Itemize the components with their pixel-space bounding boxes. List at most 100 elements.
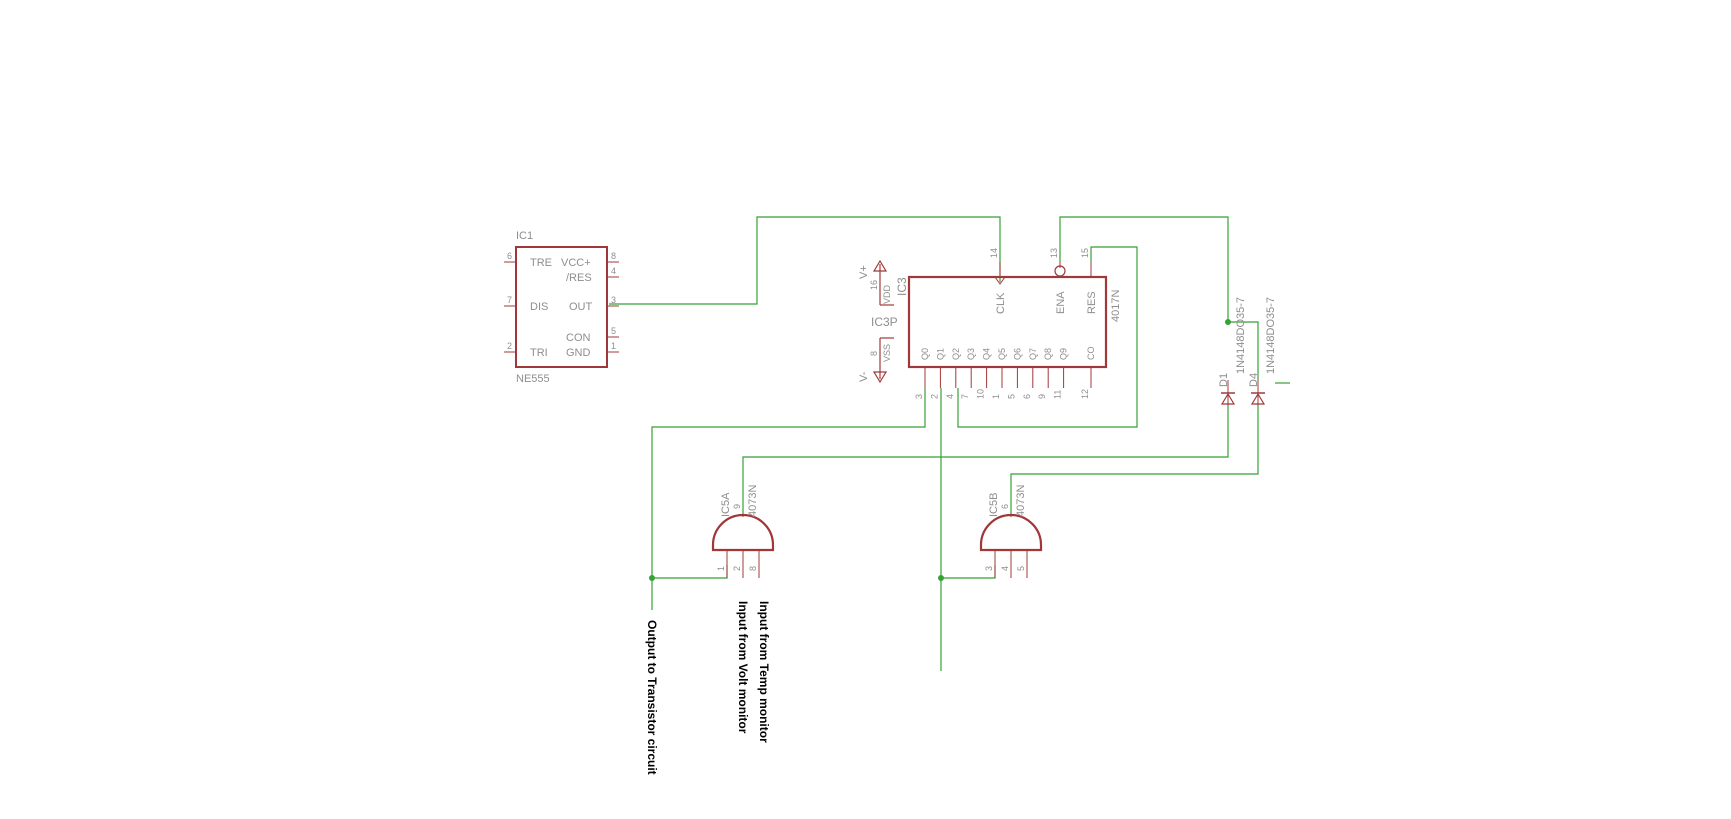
ic3-pin-ena: ENA [1055,291,1067,314]
ic1-body [515,246,608,368]
ic3-value: 4017N [1110,290,1122,322]
ic3-name: IC3 [895,277,909,296]
ic1-value: NE555 [516,373,550,385]
gate-ic5a-value: 4073N [747,485,759,517]
diode-d4-name: D4 [1248,373,1260,387]
ic1-pinnum-vcc: 8 [611,251,616,261]
note-input-volt-monitor: Input from Volt monitor [736,601,750,734]
diode-d1: D1 1N4148DO35-7 [1218,297,1247,405]
ic1-pinnum-out: 3 [611,295,616,305]
ic3-pinnum-q0: 3 [914,394,924,399]
ic3-pin-q8: Q8 [1043,348,1053,360]
gate-ic5a-in-1: 1 [716,566,726,571]
gate-ic5a-in-8: 8 [748,566,758,571]
gate-ic5b-out-pin: 6 [1000,504,1010,509]
ic3-pinnum-q2: 4 [945,394,955,399]
ic3p-vplus: V+ [858,265,870,279]
net-enable [1059,216,1229,322]
ic3-pin-q7: Q7 [1028,348,1038,360]
ic3-top-stubs [999,262,1092,277]
junction-q1 [938,575,944,581]
ic1-pin-vcc: VCC+ [561,257,591,269]
gate-ic5b-in-3: 3 [984,566,994,571]
ic3p-vdd: VDD [882,284,892,304]
ic1-pinnum-con: 5 [611,326,616,336]
ic3-pin-q5: Q5 [997,348,1007,360]
diode-d1-value: 1N4148DO35-7 [1235,297,1247,374]
ic3-pinnum-co: 12 [1080,389,1090,399]
gate-ic5a-out-pin: 9 [732,504,742,509]
ic1-pin-con: CON [566,332,591,344]
diode-d1-name: D1 [1218,373,1230,387]
ic3-pin-q3: Q3 [966,348,976,360]
ic3-body [907,275,1108,369]
ic3-pin-q4: Q4 [982,348,992,360]
ic1-pinnum-res: 4 [611,266,616,276]
ic1-pin-stubs [504,261,619,353]
diode-d4: D4 1N4148DO35-7 [1248,297,1277,405]
net-q0-output [651,388,926,610]
ic3-pinnum-q8: 9 [1037,394,1047,399]
ic1-pinnum-tri: 2 [507,341,512,351]
ic3p-vss-pin: 8 [869,351,879,356]
ic1-pinnum-gnd: 1 [611,341,616,351]
gate-ic5b-body [979,513,1043,552]
ic3-pinnum-ena: 13 [1049,248,1059,258]
ic3-pin-q9: Q9 [1059,348,1069,360]
ic3-pinnum-q5: 1 [991,394,1001,399]
ic1-pin-res: /RES [566,272,592,284]
vplus-arrow [872,259,888,272]
ic1-ne555: IC1 NE555 TRE VCC+ /RES DIS OUT CON TRI … [504,230,619,385]
note-output-to-transistor: Output to Transistor circuit [645,620,659,775]
ic1-pin-tri: TRI [530,347,548,359]
note-input-temp-monitor: Input from Temp monitor [757,601,771,743]
ic3-pinnum-q1: 2 [929,394,939,399]
ic1-pin-gnd: GND [566,347,591,359]
ic3-ena-inversion [1054,265,1066,277]
ic1-pin-out: OUT [569,301,593,313]
ic3p-vdd-pin: 16 [869,280,879,290]
net-d1-ic5a [742,405,1229,514]
ic1-name: IC1 [516,230,533,242]
net-d4-ic5b [1010,405,1259,514]
ic3-pinnum-res: 15 [1080,248,1090,258]
ic1-pinnum-dis: 7 [507,295,512,305]
ic3-pin-co: CO [1086,347,1096,361]
gate-ic5b-value: 4073N [1015,485,1027,517]
gate-ic5a-name: IC5A [720,492,732,517]
gate-ic5b-in-5: 5 [1016,566,1026,571]
gate-ic5a-body [711,513,775,552]
ic3p-vminus: V- [858,371,870,382]
net-reset [957,246,1138,428]
ic3-pinnum-q7: 6 [1022,394,1032,399]
ic3-pinnum-clk: 14 [989,248,999,258]
ic3p-name: IC3P [871,315,898,329]
junction-output [649,575,655,581]
ic3-pinnum-q3: 7 [960,394,970,399]
net-diode-tie [1228,321,1259,380]
ic3-pinnum-q4: 10 [976,389,986,399]
nets [609,216,1290,671]
ic1-pin-dis: DIS [530,301,548,313]
ic3-pin-clk: CLK [995,292,1007,314]
ic3-pinnum-q9: 11 [1053,390,1063,399]
ic3p-vss: VSS [882,344,892,362]
gate-ic5a-in-2: 2 [732,566,742,571]
ic3-clock-marker [994,276,1006,285]
ic3-pin-q2: Q2 [951,348,961,360]
gate-ic5b-in-4: 4 [1000,566,1010,571]
ic1-pin-tre: TRE [530,257,552,269]
gate-ic5b-name: IC5B [988,493,1000,517]
diode-d4-value: 1N4148DO35-7 [1265,297,1277,374]
ic3-pin-q0: Q0 [920,348,930,360]
net-clock [609,216,1001,305]
ic3-pin-res: RES [1086,291,1098,314]
ic3-pin-q1: Q1 [935,348,945,360]
